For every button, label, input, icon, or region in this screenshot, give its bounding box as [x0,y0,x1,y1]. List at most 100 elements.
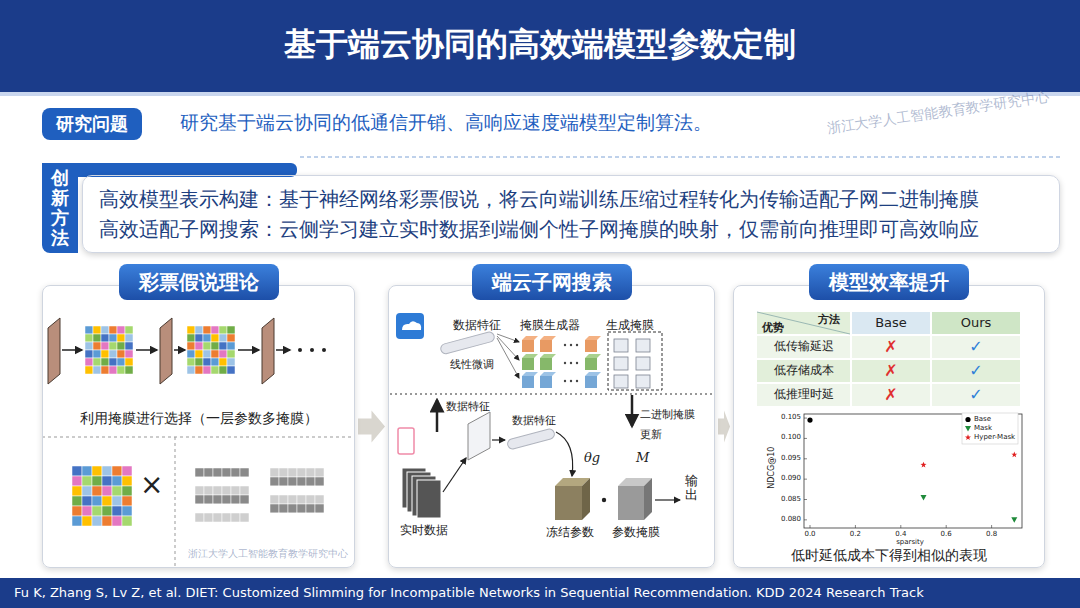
grid-cell [109,334,117,342]
label: 优势 [762,321,784,334]
grid-cell [297,477,306,486]
grid-cell [213,486,222,495]
legend-text: Mask [974,424,992,432]
grid-cell [195,495,204,504]
base-point [965,417,970,422]
grid-cell [93,358,101,366]
label: 方法 [818,313,840,326]
grid-cell [297,486,306,495]
grid-cell [112,476,122,486]
legend-text: Base [974,415,991,423]
grid-cell [125,326,133,334]
flow-arrow [718,411,730,443]
label: NDCG@10 [767,449,777,489]
grid-cell [195,477,204,486]
grid-cell [109,350,117,358]
generator-block [585,376,597,388]
tick [946,525,947,528]
grid-cell [297,513,306,522]
generator-block [585,336,601,340]
label: θg [584,450,600,466]
grid-cell [85,350,93,358]
label: ✗ [852,337,930,356]
mask-block [614,339,628,352]
label: 低存储成本 [757,363,850,377]
grid-cell [270,504,279,513]
grid-cell [72,506,82,516]
label: 参数掩膜 [612,525,660,539]
grid-cell [211,358,219,366]
grid-cell [204,504,213,513]
grid-cell [211,342,219,350]
grid-cell [101,326,109,334]
grid-cell [222,504,231,513]
grid-cell [227,366,235,374]
mask-block [614,357,628,370]
tick [991,525,992,528]
grid-cell [109,358,117,366]
grid-cell [240,477,249,486]
tick [900,525,901,528]
label: 0.0 [802,530,818,538]
label: 研究基于端云协同的低通信开销、高响应速度端模型定制算法。 [180,111,712,134]
tick [804,438,807,439]
grid-cell [204,513,213,522]
grid-cell [288,513,297,522]
label: 0.100 [779,433,801,441]
dot [570,380,572,382]
tick [804,418,807,419]
grid-cell [102,476,112,486]
grid-cell [315,513,324,522]
tick [804,479,807,480]
grid-cell [195,366,203,374]
label: 实时数据 [400,523,448,537]
grid-cell [288,495,297,504]
panel: 彩票假说理论 [42,285,355,568]
grid-cell [117,334,125,342]
label: 0.090 [779,474,801,482]
grid-cell [93,326,101,334]
grid-cell [279,468,288,477]
grid-cell [227,334,235,342]
ibox-text: 高效模型表示构建：基于神经网络彩票假说，将云向端训练压缩过程转化为传输适配子网二… [99,184,1043,214]
tick [855,525,856,528]
grid-cell [231,513,240,522]
grid-cell [222,513,231,522]
grid-cell [219,326,227,334]
flow-arrow [358,411,385,443]
grid-cell [122,476,132,486]
grid-cell [297,495,306,504]
mask-block [636,357,650,370]
label: 线性微调 [450,358,494,371]
label: 0.4 [893,530,909,538]
grid-cell [82,506,92,516]
tick [804,458,807,459]
topic-pill: 研究问题 [42,108,142,140]
label: 低传输延迟 [757,339,850,353]
grid-cell [92,506,102,516]
generator-block [522,340,534,352]
label: 0.085 [779,495,801,503]
grid-cell [122,486,132,496]
grid-cell [195,334,203,342]
grid-cell [195,350,203,358]
grid-cell [222,477,231,486]
grid-cell [101,342,109,350]
grid-cell [112,466,122,476]
grid-cell [240,495,249,504]
label: 0.6 [938,530,954,538]
grid-cell [72,486,82,496]
grid-cell [112,486,122,496]
generator-block [540,336,556,340]
grid-cell [219,366,227,374]
grid-cell [93,350,101,358]
grid-cell [85,326,93,334]
label: 低时延低成本下得到相似的表现 [733,547,1045,564]
tick [810,525,811,528]
tick [804,519,807,520]
grid-cell [240,468,249,477]
grid-cell [306,477,315,486]
grid-cell [93,342,101,350]
grid-cell [195,513,204,522]
label: Base [852,315,930,331]
